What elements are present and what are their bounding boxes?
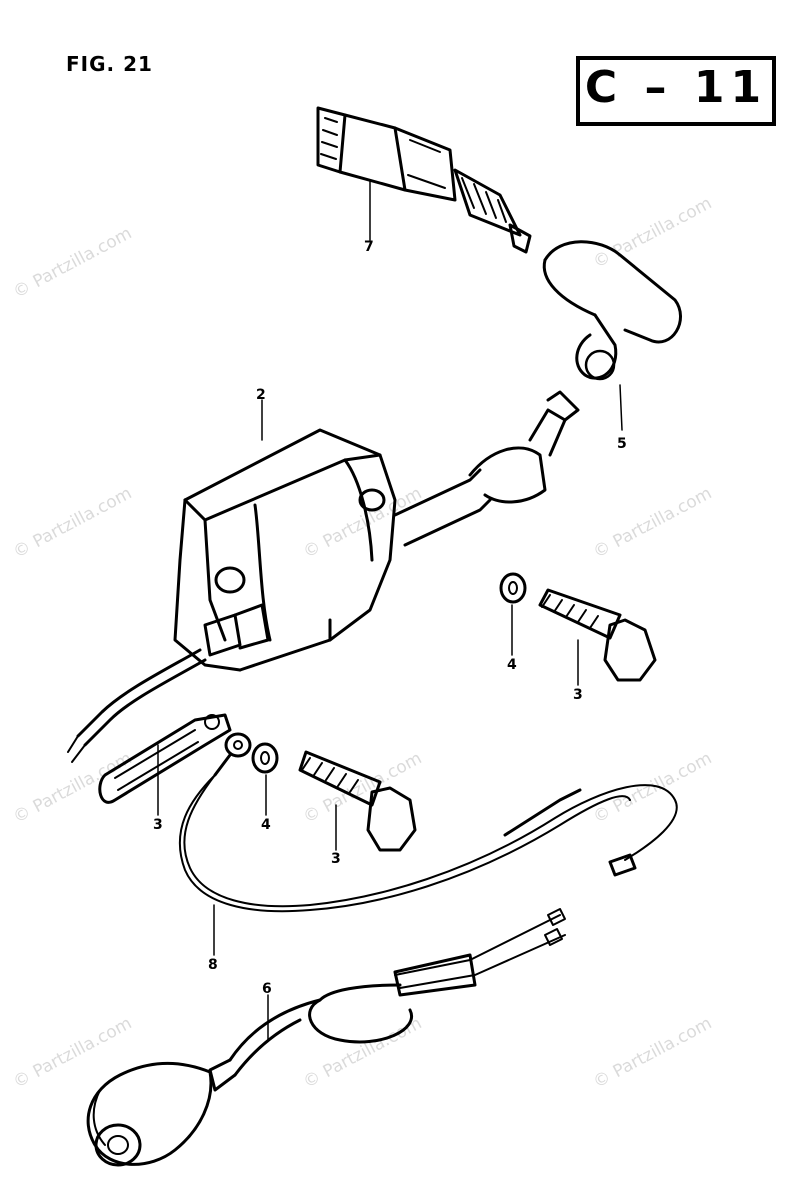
kill-switch-drawing [86, 908, 566, 1167]
bracket-drawing [98, 713, 232, 816]
callout-kill-switch: 6 [262, 981, 272, 997]
ht-lead-drawing [393, 390, 580, 547]
section-code-box: C – 11 [576, 56, 776, 126]
callout-washer-upper: 4 [507, 657, 517, 673]
bolt-upper-drawing [538, 588, 657, 686]
washer-lower-drawing [251, 742, 279, 816]
ground-wire-drawing [178, 774, 678, 956]
bolt-lower-drawing [298, 750, 417, 852]
ignition-coil-drawing [173, 399, 397, 672]
spark-plug-drawing [316, 106, 532, 254]
callout-ground-wire: 8 [208, 957, 218, 973]
callout-ignition-coil: 2 [256, 387, 266, 403]
callout-bolt-lower: 3 [331, 851, 341, 867]
figure-title: FIG. 21 [66, 52, 153, 76]
plug-cap-drawing [542, 240, 682, 431]
primary-lead-drawing [67, 648, 207, 763]
ground-terminal-drawing [213, 732, 252, 777]
callout-plug-cap: 5 [617, 436, 627, 452]
callout-bracket: 3 [153, 817, 163, 833]
callout-spark-plug: 7 [364, 239, 374, 255]
section-code: C – 11 [584, 62, 768, 113]
callout-washer-lower: 4 [261, 817, 271, 833]
washer-upper-drawing [499, 572, 527, 656]
callout-bolt-upper: 3 [573, 687, 583, 703]
